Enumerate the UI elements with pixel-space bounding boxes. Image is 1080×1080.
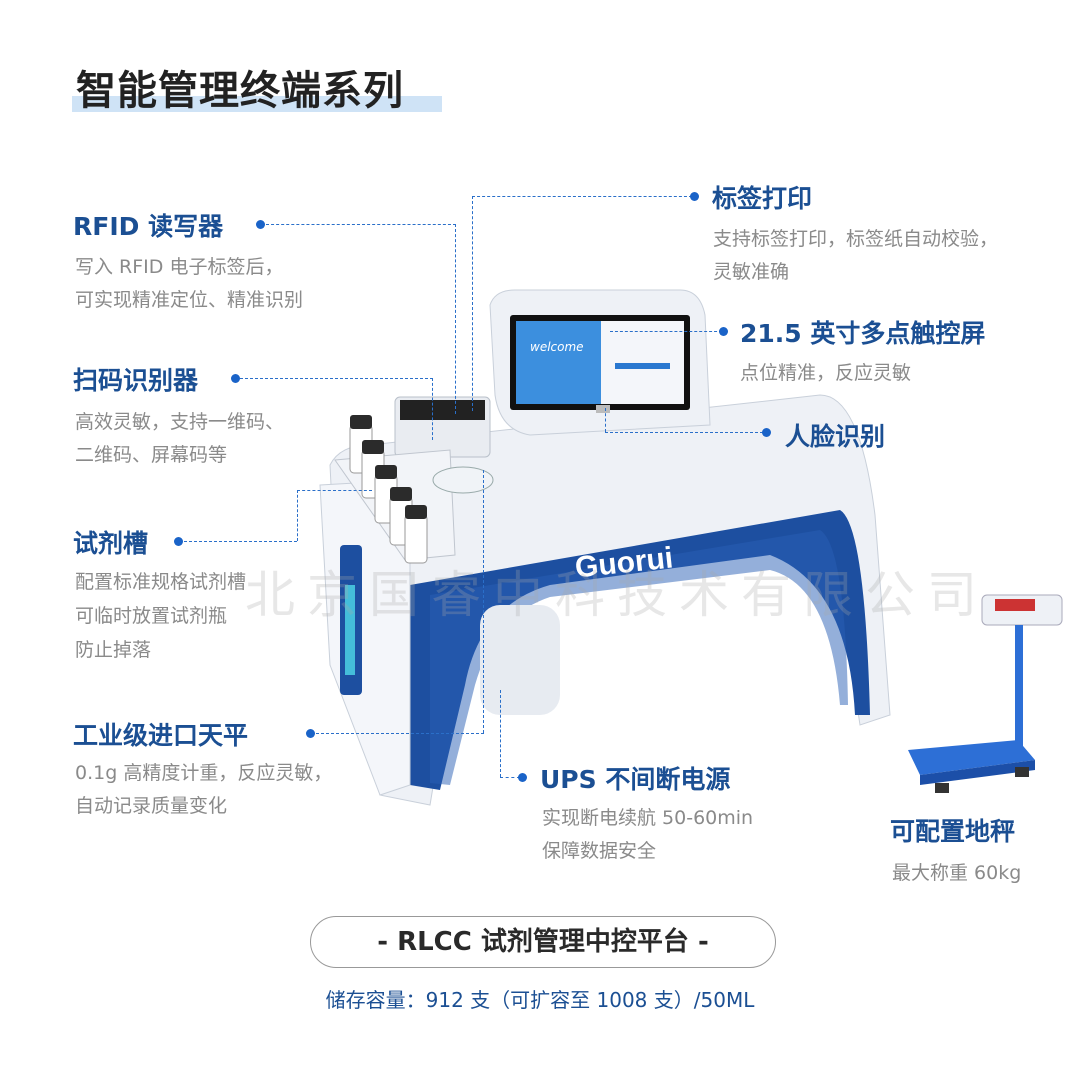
- capacity-caption: 储存容量：912 支（可扩容至 1008 支）/50ML: [325, 988, 755, 1012]
- feature-desc-balance: 0.1g 高精度计重，反应灵敏，自动记录质量变化: [75, 762, 333, 817]
- leader-line: [483, 470, 484, 733]
- leader-line: [500, 777, 520, 778]
- feature-title-scanner: 扫码识别器: [73, 366, 199, 395]
- leader-line: [455, 224, 456, 414]
- callout-dot: [256, 220, 265, 229]
- callout-dot: [306, 729, 315, 738]
- feature-title-face-recognition: 人脸识别: [785, 422, 886, 451]
- feature-title-ups: UPS 不间断电源: [540, 765, 731, 794]
- feature-title-floor-scale: 可配置地秤: [890, 817, 1016, 846]
- leader-line: [610, 331, 722, 332]
- leader-line: [184, 541, 297, 542]
- callout-dot: [719, 327, 728, 336]
- feature-title-rfid: RFID 读写器: [73, 212, 224, 241]
- callout-dot: [762, 428, 771, 437]
- feature-desc-scanner: 高效灵敏，支持一维码、二维码、屏幕码等: [75, 411, 285, 466]
- page-title: 智能管理终端系列: [76, 68, 404, 114]
- floor-scale-illustration: [908, 594, 1063, 793]
- feature-desc-reagent-slot: 配置标准规格试剂槽可临时放置试剂瓶防止掉落: [75, 571, 247, 661]
- product-illustration: Guorui welcome: [319, 289, 891, 806]
- feature-desc-floor-scale: 最大称重 60kg: [892, 862, 1022, 884]
- callout-dot: [174, 537, 183, 546]
- leader-line: [316, 733, 484, 734]
- title-underline: [72, 96, 442, 112]
- feature-title-reagent-slot: 试剂槽: [73, 529, 149, 558]
- leader-line: [605, 408, 606, 432]
- leader-line: [297, 490, 298, 541]
- leader-line: [472, 196, 692, 197]
- feature-desc-touchscreen: 点位精准，反应灵敏: [740, 362, 912, 384]
- feature-desc-rfid: 写入 RFID 电子标签后，可实现精准定位、精准识别: [75, 256, 304, 311]
- leader-line: [605, 432, 763, 433]
- leader-line: [472, 196, 473, 411]
- leader-line: [432, 378, 433, 440]
- feature-title-label-print: 标签打印: [712, 184, 813, 213]
- callout-dot: [690, 192, 699, 201]
- callout-dot: [231, 374, 240, 383]
- leader-line: [500, 690, 501, 777]
- watermark: 北京国睿中科技术有限公司: [245, 566, 989, 624]
- feature-title-touchscreen: 21.5 英寸多点触控屏: [740, 319, 986, 348]
- feature-desc-label-print: 支持标签打印，标签纸自动校验，灵敏准确: [713, 228, 999, 283]
- leader-line: [266, 224, 456, 225]
- leader-line: [240, 378, 433, 379]
- platform-name-badge: - RLCC 试剂管理中控平台 -: [310, 916, 776, 968]
- feature-title-balance: 工业级进口天平: [73, 721, 249, 750]
- leader-line: [297, 490, 372, 491]
- screen-welcome-text: welcome: [530, 340, 584, 354]
- callout-dot: [518, 773, 527, 782]
